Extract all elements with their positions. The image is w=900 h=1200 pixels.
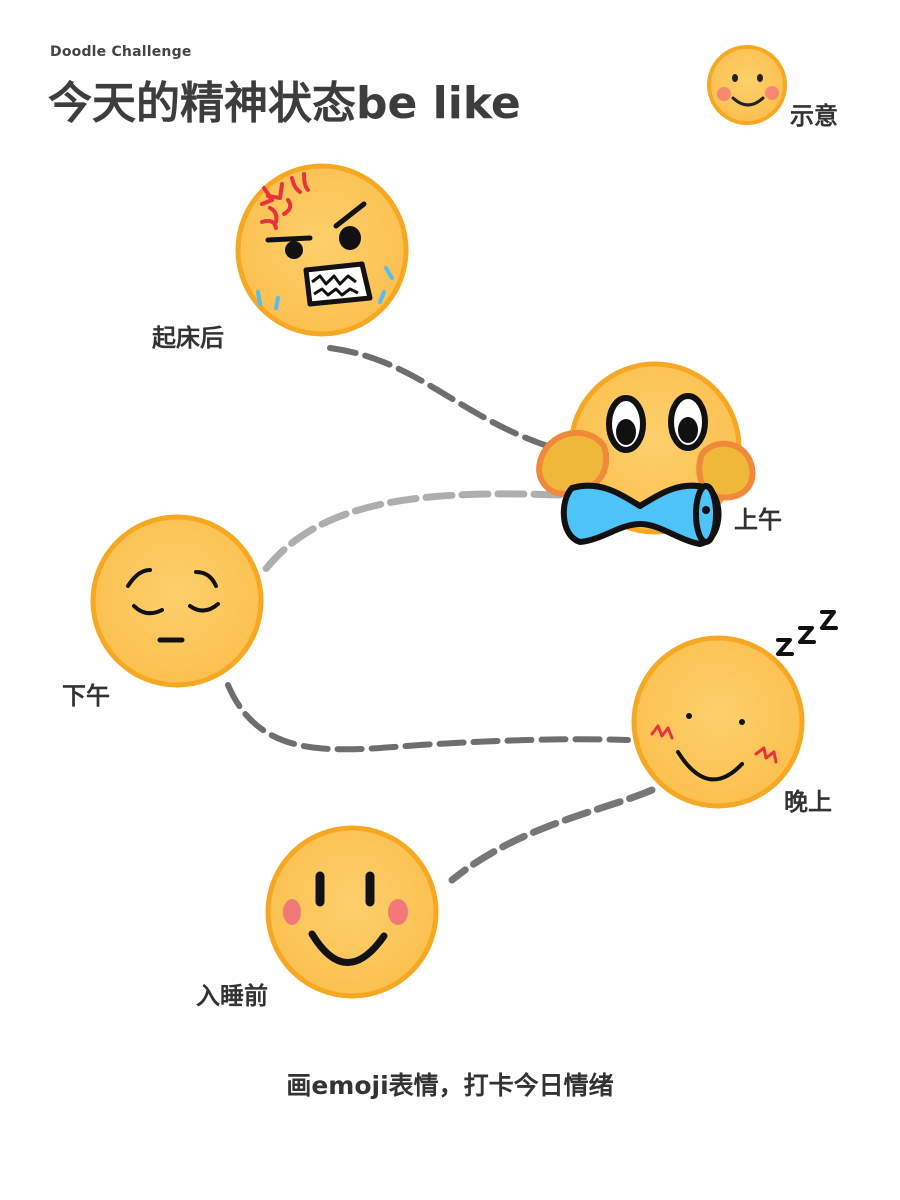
connector-wake-to-morning bbox=[327, 345, 563, 453]
connector-morning-to-afternoon bbox=[261, 490, 564, 574]
pleading-face-icon bbox=[536, 361, 756, 547]
smiley-face-icon bbox=[707, 45, 787, 125]
mood-label-morning: 上午 bbox=[734, 506, 782, 534]
page-title: 今天的精神状态be like bbox=[48, 78, 521, 129]
eyebrow-label: Doodle Challenge bbox=[50, 44, 192, 60]
sleepy-face-icon bbox=[631, 610, 838, 809]
angry-face-icon bbox=[235, 163, 409, 337]
legend-label: 示意 bbox=[790, 102, 838, 130]
smiling-face-icon bbox=[265, 825, 439, 999]
mood-label-evening: 晚上 bbox=[784, 788, 832, 816]
connector-evening-to-bedtime bbox=[448, 786, 656, 884]
mood-label-bedtime: 入睡前 bbox=[196, 982, 268, 1010]
connector-lines bbox=[225, 345, 656, 884]
mood-label-afternoon: 下午 bbox=[62, 682, 110, 710]
connector-afternoon-to-evening bbox=[225, 682, 631, 753]
mood-label-wake: 起床后 bbox=[152, 324, 224, 352]
footer-caption: 画emoji表情，打卡今日情绪 bbox=[286, 1071, 614, 1100]
pensive-face-icon bbox=[90, 514, 264, 688]
